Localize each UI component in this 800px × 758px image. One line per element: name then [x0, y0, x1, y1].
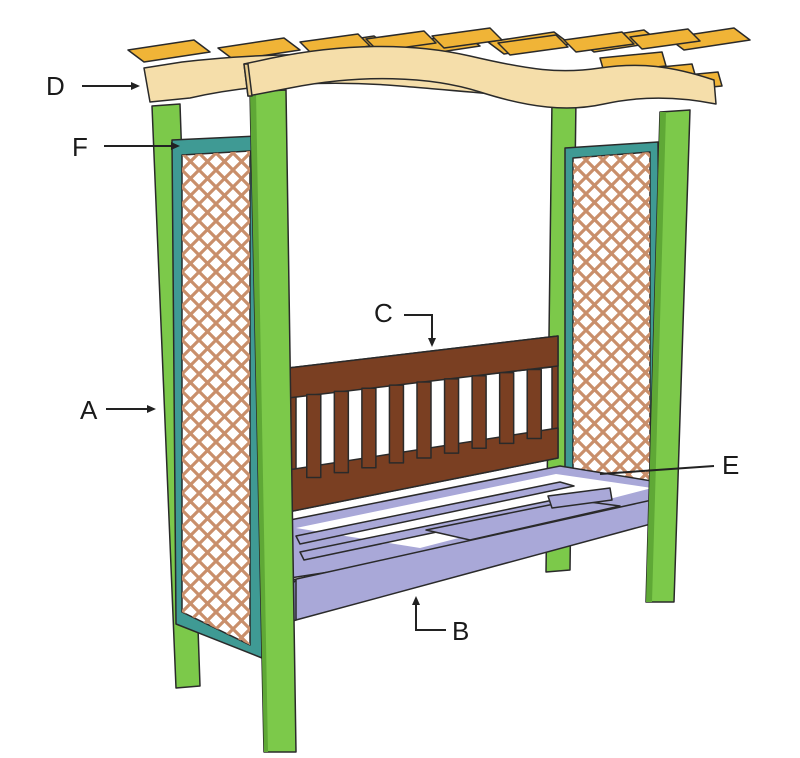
callout-b: B: [452, 616, 469, 646]
rafter: [127, 39, 211, 63]
lattice-strip: [740, 150, 800, 646]
lattice-strip: [182, 151, 250, 645]
lattice-strip: [573, 152, 650, 512]
callout-a: A: [80, 395, 98, 425]
front-right-post: [645, 109, 691, 603]
lattice-strip: [182, 151, 250, 645]
lattice-strip: [0, 150, 117, 646]
lattice-strip: [573, 152, 650, 512]
lattice-strip: [182, 151, 250, 645]
lattice-strip: [182, 151, 250, 645]
lattice-strip: [182, 151, 250, 645]
lattice-strip: [765, 152, 800, 512]
lattice-strip: [0, 150, 15, 646]
lattice-strip: [182, 151, 250, 645]
right-lattice: [573, 152, 800, 512]
lattice-strip: [573, 152, 650, 512]
lattice-strip: [573, 152, 650, 512]
backrest-slat: [416, 381, 432, 459]
backrest-slat: [498, 371, 515, 445]
lattice-strip: [697, 152, 800, 512]
lattice-strip: [573, 152, 650, 512]
rafter: [497, 34, 569, 56]
lattice-strip: [573, 152, 650, 512]
lattice-strip: [573, 152, 650, 512]
callout-f: F: [72, 132, 88, 162]
lattice-strip: [182, 151, 250, 645]
lattice-strip: [689, 150, 800, 646]
backrest-slat: [471, 375, 487, 449]
backrest-slat: [333, 390, 350, 474]
lattice-strip: [672, 150, 800, 646]
lattice-strip: [0, 150, 148, 646]
rafter: [563, 31, 635, 53]
leader-lines: [82, 82, 715, 631]
lattice-strip: [748, 152, 800, 512]
backrest-slats: [306, 368, 542, 479]
callout-e: E: [722, 450, 739, 480]
lattice-strip: [182, 151, 250, 645]
lattice-strip: [573, 152, 650, 512]
lattice-strip: [182, 151, 250, 645]
lattice-strip: [182, 151, 250, 645]
lattice-strip: [182, 151, 250, 645]
lattice-strip: [0, 150, 83, 646]
backrest: [287, 335, 559, 513]
callout-c: C: [374, 298, 393, 328]
backrest-slat: [361, 387, 377, 469]
callout-d: D: [46, 71, 65, 101]
lattice-strip: [0, 150, 49, 646]
backrest-slat: [388, 384, 405, 464]
lattice-strip: [182, 151, 250, 645]
backrest-slat: [306, 393, 322, 479]
lattice-strip: [573, 152, 650, 512]
lattice-strip: [182, 151, 250, 645]
lattice-strip: [573, 152, 650, 512]
lattice-strip: [573, 152, 650, 512]
lattice-strip: [573, 152, 647, 512]
lattice-strip: [182, 151, 250, 645]
lattice-strip: [182, 151, 250, 645]
rafter: [431, 27, 503, 49]
lattice-strip: [182, 151, 250, 645]
front-beam: [243, 45, 717, 109]
lattice-strip: [182, 151, 250, 645]
lattice-strip: [573, 152, 650, 512]
lattice-strip: [573, 152, 650, 512]
backrest-slat: [443, 378, 460, 454]
lattice-strip: [573, 152, 650, 512]
rafter: [217, 37, 301, 61]
seat: [289, 465, 659, 579]
lattice-strip: [723, 150, 800, 646]
lattice-strip: [182, 151, 250, 645]
lattice-strip: [0, 150, 131, 646]
lattice-strip: [576, 152, 650, 512]
rafter: [667, 27, 751, 51]
lattice-strip: [782, 152, 800, 512]
lattice-strip: [573, 152, 650, 512]
rafter: [629, 28, 701, 50]
lattice-strip: [693, 152, 800, 512]
backrest-slat: [526, 368, 542, 440]
lattice-strip: [0, 150, 134, 646]
lattice-strip: [0, 150, 151, 646]
lattice-strip: [573, 152, 650, 512]
lattice-strip: [182, 151, 250, 645]
lattice-strip: [680, 152, 800, 512]
lattice-strip: [182, 151, 250, 645]
lattice-strip: [0, 150, 66, 646]
lattice-strip: [182, 151, 250, 645]
lattice-strip: [573, 152, 650, 512]
lattice-strip: [182, 151, 250, 645]
lattice-strip: [182, 151, 250, 645]
lattice-strip: [0, 150, 32, 646]
lattice-strip: [182, 151, 250, 645]
left-lattice: [0, 150, 800, 646]
lattice-strip: [706, 150, 800, 646]
lattice-strip: [731, 152, 800, 512]
lattice-strip: [573, 152, 650, 512]
